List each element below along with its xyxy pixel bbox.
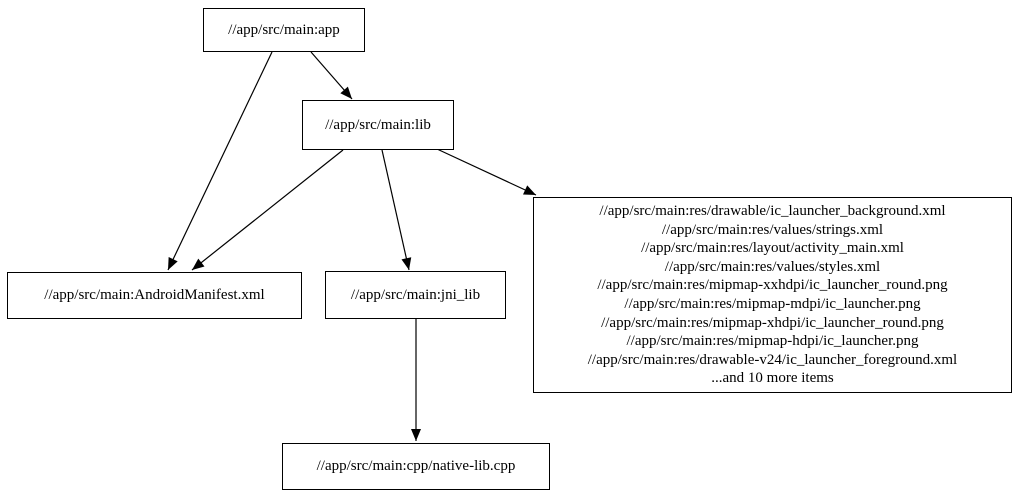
resource-item: //app/src/main:res/drawable-v24/ic_launc…: [587, 351, 958, 368]
resource-item: //app/src/main:res/mipmap-mdpi/ic_launch…: [624, 296, 921, 312]
resource-item: //app/src/main:res/mipmap-hdpi/ic_launch…: [626, 333, 919, 350]
node-lib: //app/src/main:lib: [302, 100, 454, 150]
resource-more-items: ...and 10 more items: [711, 370, 834, 387]
node-android-manifest-label: //app/src/main:AndroidManifest.xml: [44, 287, 265, 304]
node-jni-lib-label: //app/src/main:jni_lib: [350, 286, 481, 303]
resource-item: //app/src/main:res/layout/activity_main.…: [641, 240, 904, 257]
node-resources-group: //app/src/main:res/drawable/ic_launcher_…: [533, 197, 1012, 393]
resource-item: //app/src/main:res/values/strings.xml: [661, 221, 884, 238]
node-android-manifest: //app/src/main:AndroidManifest.xml: [7, 272, 302, 319]
node-native-lib-cpp-label: //app/src/main:cpp/native-lib.cpp: [316, 458, 516, 475]
node-app-label: //app/src/main:app: [228, 21, 340, 38]
resource-item: //app/src/main:res/values/styles.xml: [664, 258, 881, 275]
edge-lib-to-jni-lib: [381, 149, 412, 271]
node-native-lib-cpp: //app/src/main:cpp/native-lib.cpp: [282, 443, 550, 490]
node-jni-lib: //app/src/main:jni_lib: [325, 271, 506, 319]
node-lib-label: //app/src/main:lib: [325, 116, 431, 133]
resource-item: //app/src/main:res/mipmap-xxhdpi/ic_laun…: [597, 277, 948, 294]
edge-app-to-manifest: [167, 51, 273, 271]
edge-lib-to-manifest: [191, 149, 344, 271]
node-app: //app/src/main:app: [203, 8, 365, 52]
resource-item: //app/src/main:res/mipmap-xhdpi/ic_launc…: [601, 314, 944, 331]
edge-lib-to-resources: [436, 148, 537, 196]
resource-item: //app/src/main:res/drawable/ic_launcher_…: [599, 203, 946, 220]
edge-app-to-lib: [310, 51, 353, 100]
